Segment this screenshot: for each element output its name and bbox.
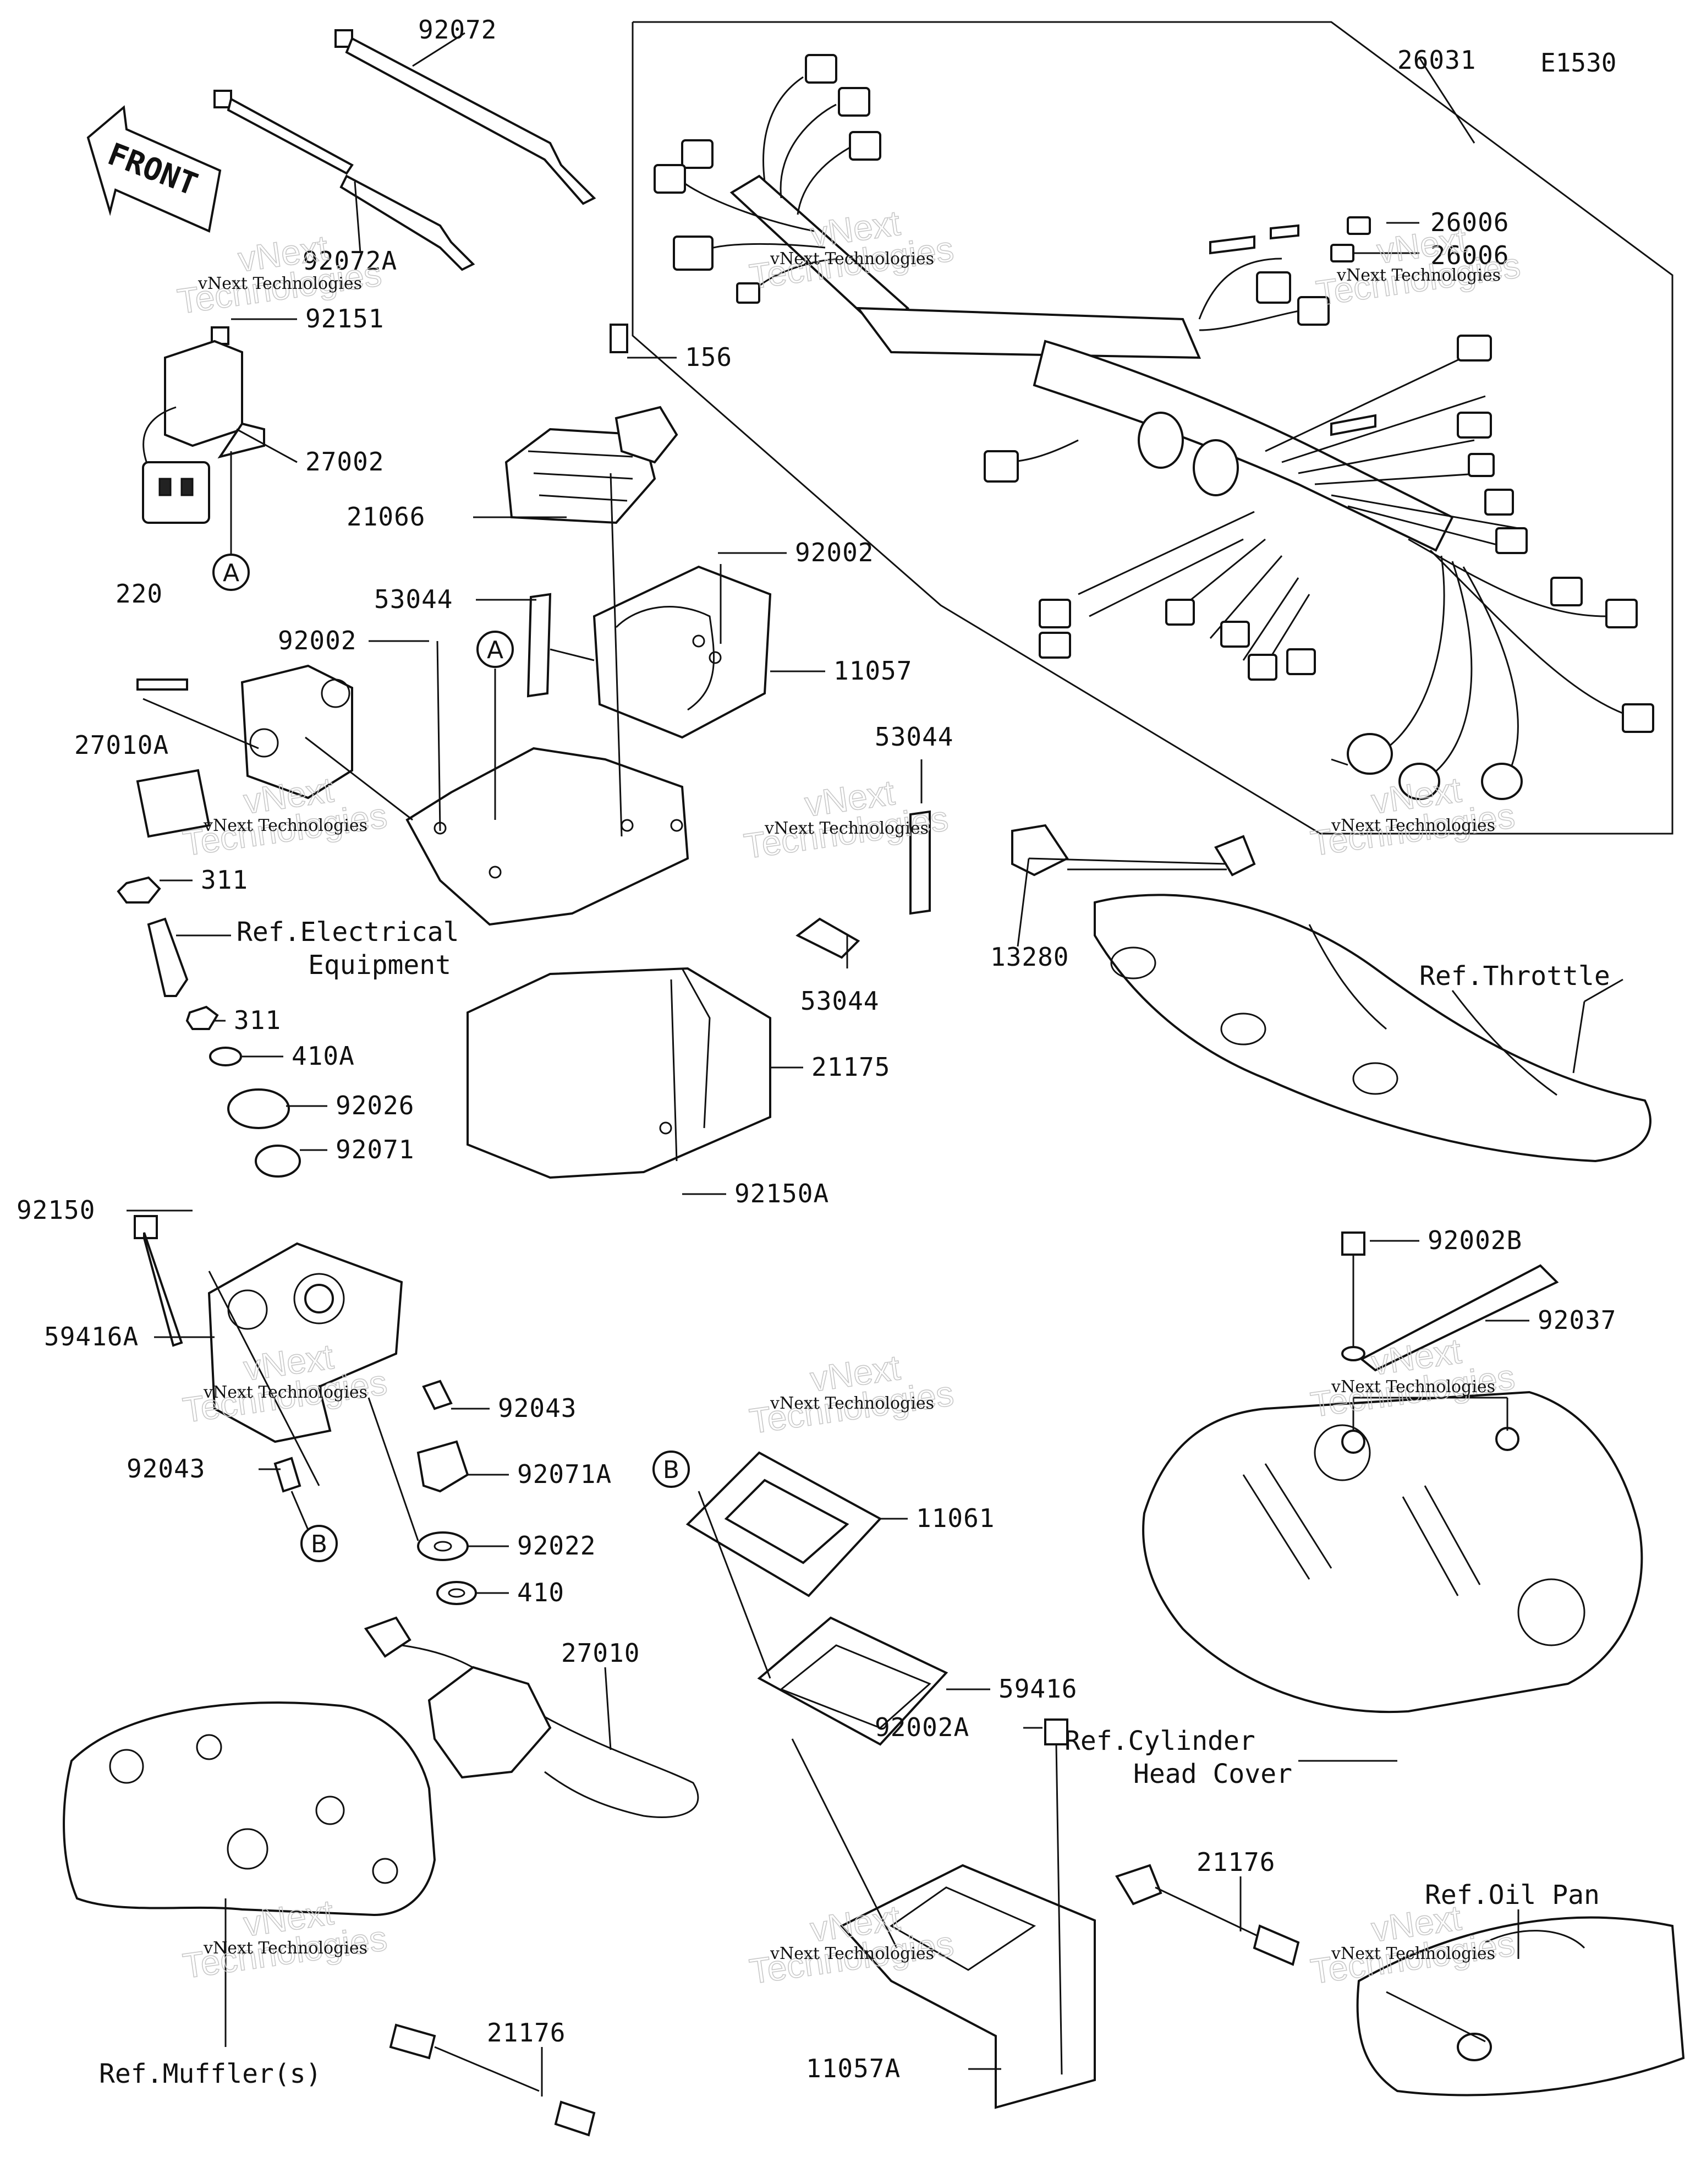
sensor-21176-right: [1115, 1864, 1300, 1966]
callout-letter: B: [663, 1456, 679, 1484]
label-92071A: 92071A: [517, 1459, 612, 1489]
small-parts-left: [117, 876, 301, 1178]
label-21066: 21066: [347, 502, 425, 532]
diagram-code: E1530: [1540, 48, 1616, 78]
label-21176-b: 21176: [487, 2018, 566, 2048]
gasket-11061: [685, 1451, 882, 1597]
callout-A-left: A: [212, 554, 250, 591]
label-11061: 11061: [916, 1503, 995, 1533]
label-53044-a: 53044: [374, 584, 453, 614]
label-220: 220: [116, 579, 163, 609]
svg-text:vNext Technologies: vNext Technologies: [764, 819, 929, 838]
ref-electrical-line1: Ref.Electrical: [237, 917, 459, 948]
bracket-11057: [405, 565, 772, 926]
label-92151: 92151: [305, 304, 384, 333]
svg-text:vNext Technologies: vNext Technologies: [1331, 1944, 1495, 1963]
ecu-21175: [467, 967, 771, 1179]
watermark: Technologies vNext vNext Technologies: [180, 769, 390, 864]
ref-cylinder-line1: Ref.Cylinder: [1065, 1726, 1255, 1756]
front-arrow: FRONT: [86, 105, 222, 233]
label-410A: 410A: [292, 1041, 355, 1071]
leader-lines: [127, 32, 1623, 2097]
label-27010: 27010: [561, 1638, 640, 1668]
label-92026: 92026: [336, 1091, 414, 1120]
svg-text:vNext Technologies: vNext Technologies: [1331, 816, 1495, 835]
callout-letter: A: [487, 636, 503, 664]
cable-tie-92072: [334, 29, 596, 205]
oil-pan: [1356, 1916, 1685, 2097]
label-11057: 11057: [833, 656, 912, 686]
label-11057A: 11057A: [806, 2054, 901, 2083]
regulator-21066: [504, 324, 678, 524]
label-59416A: 59416A: [44, 1322, 139, 1351]
svg-text:vNext Technologies: vNext Technologies: [770, 1394, 934, 1413]
cable-tie-92072A: [213, 90, 475, 271]
callout-A-mid: A: [476, 631, 514, 668]
svg-text:vNext Technologies: vNext Technologies: [197, 274, 362, 293]
watermark: Technologies vNext vNext Technologies: [747, 1347, 957, 1442]
label-21175: 21175: [811, 1052, 890, 1082]
muffler: [63, 1701, 436, 1917]
spacer-59416: [757, 1616, 948, 1746]
label-27002: 27002: [305, 447, 384, 477]
label-92150A: 92150A: [734, 1179, 829, 1208]
ref-muffler: Ref.Muffler(s): [99, 2059, 322, 2089]
label-92150: 92150: [17, 1195, 95, 1225]
label-13280: 13280: [990, 942, 1069, 972]
callout-letter: A: [223, 559, 239, 587]
label-21176-a: 21176: [1197, 1847, 1275, 1877]
svg-text:vNext Technologies: vNext Technologies: [203, 816, 367, 835]
label-410: 410: [517, 1578, 564, 1607]
label-92043-b: 92043: [127, 1454, 205, 1484]
cylinder-head-cover: [1142, 1231, 1643, 1714]
svg-text:vNext Technologies: vNext Technologies: [1331, 1377, 1495, 1397]
label-92037: 92037: [1538, 1305, 1616, 1335]
label-53044-c: 53044: [800, 986, 879, 1016]
reference-labels: Ref.Electrical Equipment Ref.Throttle Re…: [99, 917, 1610, 2089]
label-59416: 59416: [998, 1674, 1077, 1704]
label-92072: 92072: [418, 15, 497, 45]
label-26031: 26031: [1397, 45, 1476, 75]
callout-letter: B: [311, 1530, 327, 1558]
ref-oil-pan: Ref.Oil Pan: [1425, 1880, 1600, 1911]
ref-throttle: Ref.Throttle: [1419, 961, 1610, 992]
bracket-11057A: [839, 1718, 1096, 2109]
label-92002-a: 92002: [795, 538, 874, 567]
label-26006-a: 26006: [1430, 207, 1509, 237]
label-311-b: 311: [234, 1005, 281, 1035]
label-156: 156: [685, 342, 732, 372]
label-53044-b: 53044: [875, 722, 953, 752]
part-labels: E1530 26031 26006 26006 92072 92072A 921…: [17, 15, 1616, 2083]
label-92043-a: 92043: [498, 1393, 577, 1423]
svg-text:vNext Technologies: vNext Technologies: [1336, 266, 1501, 285]
label-92022: 92022: [517, 1531, 596, 1561]
label-26006-b: 26006: [1430, 240, 1509, 270]
ref-electrical-line2: Equipment: [308, 950, 451, 981]
svg-text:vNext Technologies: vNext Technologies: [770, 249, 934, 269]
sensor-27010: [364, 1616, 699, 1818]
label-92002B: 92002B: [1428, 1225, 1522, 1255]
label-27010A: 27010A: [74, 730, 169, 760]
label-92072A: 92072A: [303, 246, 397, 276]
tubes-53044: [526, 593, 931, 959]
svg-text:vNext Technologies: vNext Technologies: [770, 1944, 934, 1963]
ref-cylinder-line2: Head Cover: [1133, 1759, 1292, 1789]
label-311-a: 311: [201, 865, 248, 895]
label-92071: 92071: [336, 1135, 414, 1164]
svg-text:vNext Technologies: vNext Technologies: [203, 1383, 367, 1402]
svg-text:vNext Technologies: vNext Technologies: [203, 1939, 367, 1958]
label-92002-b: 92002: [278, 626, 356, 655]
callout-B-left: B: [300, 1525, 338, 1562]
sensor-27010A: [136, 664, 353, 838]
throttle-body: [1011, 824, 1651, 1163]
relay-27002: [142, 326, 265, 524]
callout-B-mid: B: [652, 1450, 690, 1488]
sensor-21176-left: [389, 2023, 596, 2137]
block-59416A: [134, 1215, 477, 1605]
label-92002A: 92002A: [875, 1712, 969, 1742]
harness-frame: [632, 21, 1673, 835]
harness-26031: [654, 54, 1654, 800]
